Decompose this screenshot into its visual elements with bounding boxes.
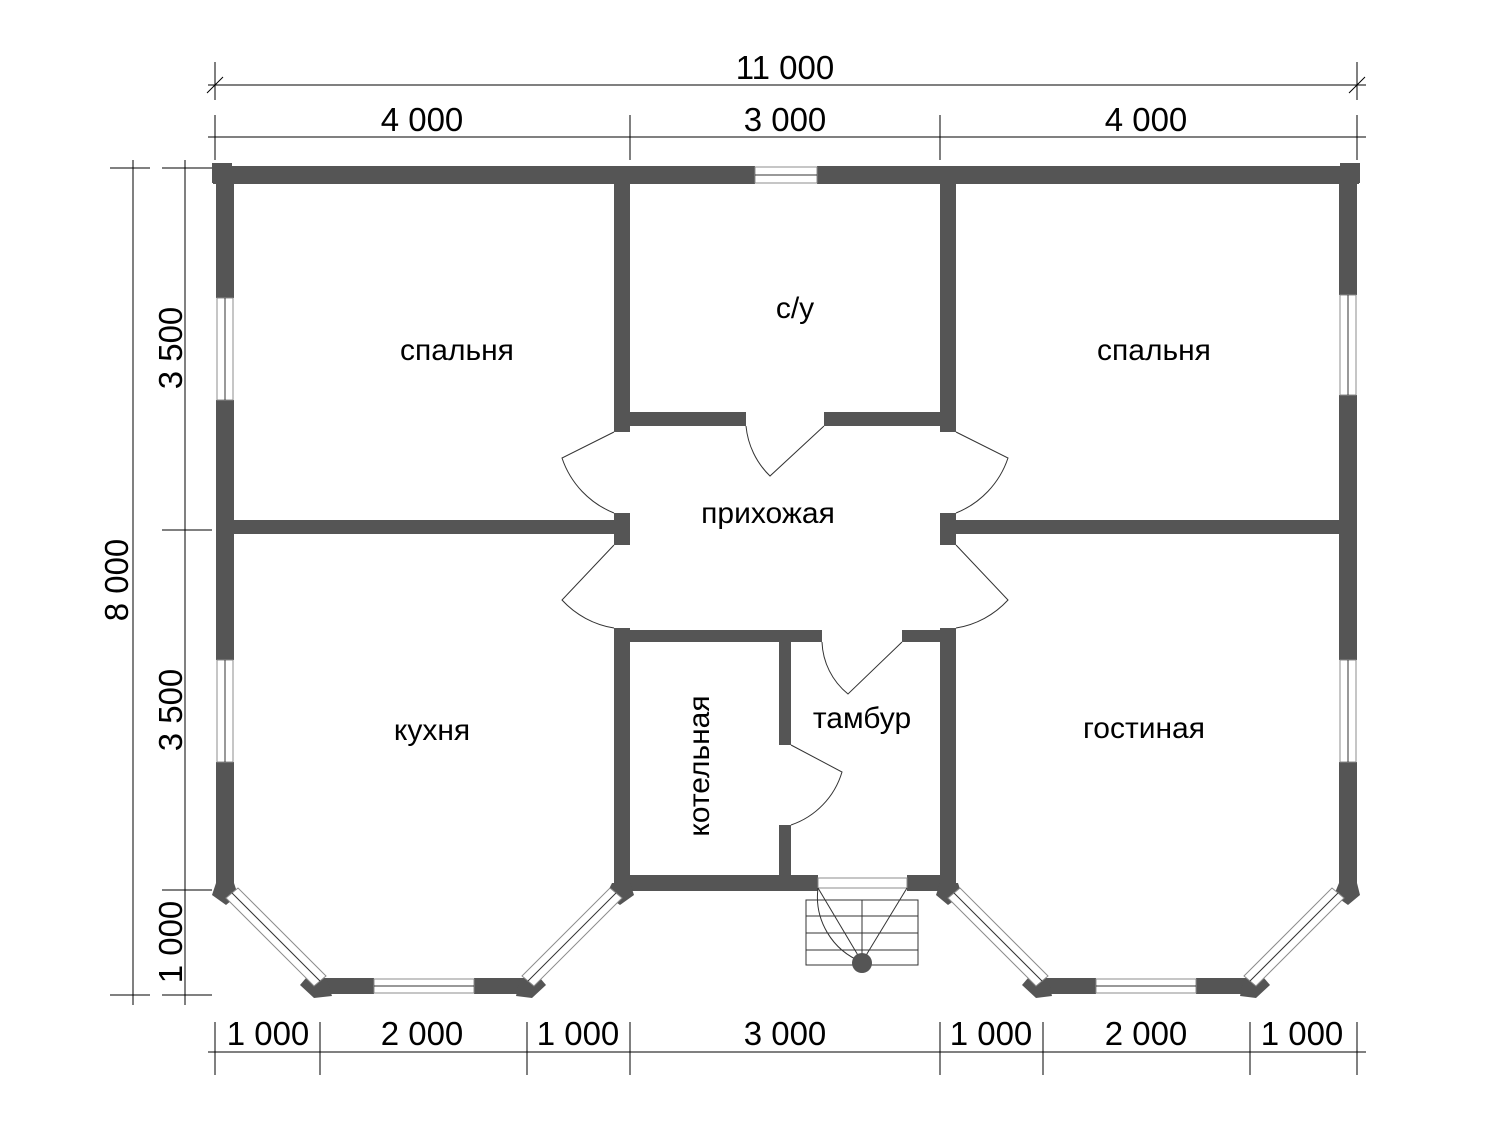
dim-bottom-2: 2 000 [381,1015,464,1052]
room-kitchen: кухня [394,714,470,747]
dimension-labels: 11 000 4 000 3 000 4 000 8 000 3 500 3 5… [98,49,1343,1052]
room-bedroom-right: спальня [1097,334,1211,367]
dim-bottom-7: 1 000 [1261,1015,1344,1052]
dim-left-lower: 3 500 [152,669,189,752]
room-bedroom-left: спальня [400,334,514,367]
dim-total-width: 11 000 [736,49,834,86]
dim-bottom-3: 1 000 [537,1015,620,1052]
room-boiler: котельная [683,695,716,836]
entry-steps [805,887,919,973]
windows [216,166,1357,994]
dimension-lines [110,62,1366,1075]
dim-bottom-1: 1 000 [227,1015,310,1052]
dim-bottom-4: 3 000 [744,1015,827,1052]
walls [212,163,1360,998]
dim-top-middle: 3 000 [744,101,827,138]
step-marker-icon [852,953,872,973]
dim-bottom-6: 2 000 [1105,1015,1188,1052]
dim-left-bay: 1 000 [152,901,189,984]
room-hallway: прихожая [701,497,835,530]
room-labels: спальня с/у спальня прихожая кухня котел… [394,292,1211,837]
dim-total-depth: 8 000 [98,539,135,622]
room-bathroom: с/у [776,292,814,325]
dim-left-upper: 3 500 [152,307,189,390]
dim-top-left: 4 000 [381,101,464,138]
dim-bottom-5: 1 000 [950,1015,1033,1052]
room-vestibule: тамбур [813,702,911,735]
doors [561,425,1009,889]
room-living: гостиная [1083,712,1205,745]
dim-top-right: 4 000 [1105,101,1188,138]
